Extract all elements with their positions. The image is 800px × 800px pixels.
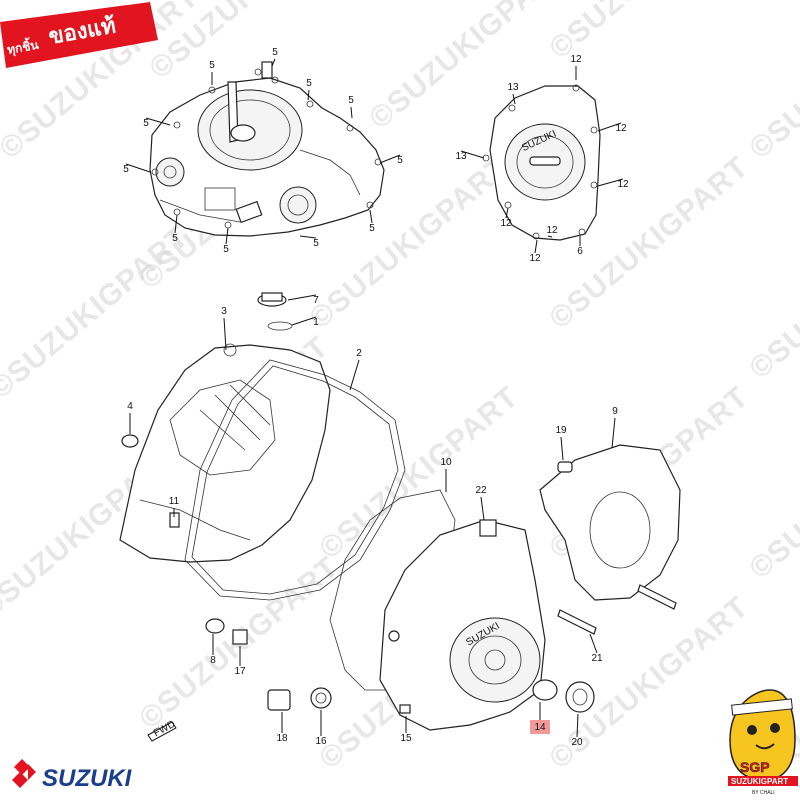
callout-number: 12	[529, 253, 541, 264]
magneto-cover-illustration: SUZUKI	[482, 84, 601, 241]
leader-line	[576, 713, 579, 738]
callout-number: 5	[397, 155, 403, 166]
callout-number: 12	[500, 218, 512, 229]
callout-number: 6	[577, 246, 583, 257]
callout-number: 1	[313, 317, 319, 328]
leader-line	[534, 239, 538, 254]
leader-line	[350, 106, 353, 119]
callout-number: 12	[617, 179, 629, 190]
magneto-cover-main-illustration: SUZUKI	[379, 519, 546, 731]
callout-number: 18	[276, 733, 288, 744]
callout-number: 15	[400, 733, 412, 744]
mascot-name: SGP	[740, 759, 770, 775]
leader-line	[125, 163, 151, 173]
callout-number: 5	[369, 223, 375, 234]
callout-number: 17	[234, 666, 246, 677]
callout-number: 19	[555, 425, 567, 436]
callout-number: 12	[615, 123, 627, 134]
callout-number: 5	[143, 118, 149, 129]
callout-layer: 5555555555512131213121212126713241110221…	[123, 47, 629, 748]
mascot-banner: SUZUKIGPART	[731, 777, 788, 786]
callout-number: 4	[127, 401, 133, 412]
sprocket-cover-illustration	[539, 444, 681, 601]
leader-line	[597, 178, 624, 187]
callout-number: 5	[313, 238, 319, 249]
watermark-text: ©SUZUKIGPART	[743, 400, 800, 585]
callout-number: 10	[440, 457, 452, 468]
callout-number: 12	[546, 225, 558, 236]
callout-number: 13	[455, 151, 467, 162]
watermark-text: ©SUZUKIGPART	[743, 0, 800, 165]
callout-number: 3	[221, 306, 227, 317]
callout-number: 9	[612, 406, 618, 417]
sgp-mascot: SGP SUZUKIGPART BY CHALI	[728, 689, 798, 796]
callout-highlight	[530, 720, 550, 734]
leader-line	[560, 436, 564, 461]
leader-line	[379, 154, 401, 164]
leader-line	[512, 93, 516, 105]
callout-number: 13	[507, 82, 519, 93]
callout-number: 21	[591, 653, 603, 664]
leader-line	[349, 359, 360, 391]
leader-line	[291, 316, 317, 326]
leader-line	[287, 294, 317, 301]
callout-number: 12	[570, 54, 582, 65]
leader-line	[369, 209, 373, 224]
leader-line	[611, 417, 616, 449]
callout-number: 2	[356, 348, 362, 359]
callout-number: 5	[123, 164, 129, 175]
gasket-illustration	[184, 359, 406, 601]
callout-number: 5	[223, 244, 229, 255]
leader-line	[547, 235, 553, 238]
suzuki-logo-text: SUZUKI	[42, 765, 133, 792]
callout-number: 14	[534, 722, 546, 733]
suzuki-logo: SUZUKI	[12, 759, 133, 792]
crankcase-cover-illustration	[119, 292, 331, 563]
callout-number: 5	[172, 233, 178, 244]
callout-number: 11	[169, 496, 180, 507]
callout-number: 5	[272, 47, 278, 58]
callout-number: 7	[313, 295, 319, 306]
leader-line	[480, 496, 485, 521]
callout-number: 5	[209, 60, 215, 71]
leader-line	[460, 150, 485, 159]
hardware-illustration	[205, 584, 677, 714]
callout-number: 8	[210, 655, 216, 666]
callout-number: 5	[306, 78, 312, 89]
leader-line	[597, 122, 622, 132]
leader-line	[223, 317, 227, 351]
leader-line	[271, 58, 276, 67]
callout-number: 16	[315, 736, 327, 747]
leader-line	[505, 207, 509, 219]
callout-number: 5	[348, 95, 354, 106]
leader-line	[174, 214, 178, 234]
clutch-cover-illustration	[149, 61, 385, 237]
watermark-text: ©SUZUKIGPART	[743, 200, 800, 385]
mascot-sub: BY CHALI	[752, 790, 775, 796]
callout-number: 22	[475, 485, 487, 496]
genuine-badge: ทุกชิ้น ของแท้	[0, 2, 158, 68]
leader-line	[307, 89, 310, 101]
leader-lines	[125, 58, 624, 738]
leader-line	[225, 227, 229, 245]
watermark-text: ©SUZUKIGPART	[0, 220, 195, 405]
leader-line	[589, 633, 598, 654]
callout-number: 20	[571, 737, 583, 748]
leader-line	[299, 235, 317, 239]
leader-line	[145, 117, 171, 126]
